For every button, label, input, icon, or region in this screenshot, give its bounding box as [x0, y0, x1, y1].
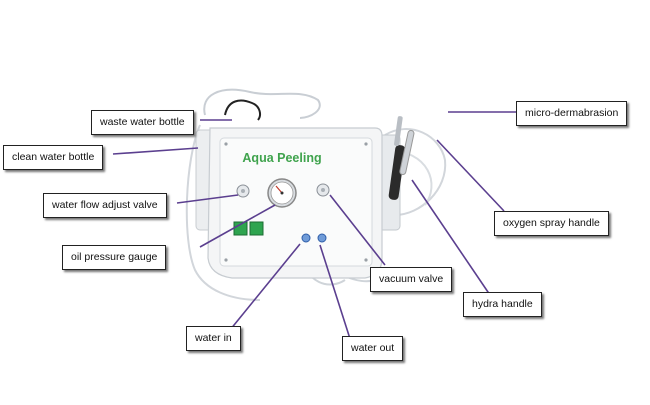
callout-oxygen-spray-handle: oxygen spray handle — [494, 211, 609, 236]
gauge-needle — [275, 185, 283, 194]
callout-water-in: water in — [186, 326, 241, 351]
tubing-left — [185, 124, 261, 301]
tubing-right — [384, 128, 447, 216]
leader-water-in — [229, 243, 301, 331]
leader-hydra-handle — [411, 179, 491, 296]
leader-water-out — [319, 244, 353, 346]
vacuum-knob-center — [321, 188, 325, 192]
water-out-port — [317, 233, 327, 243]
leader-oil-pressure-gauge — [199, 204, 276, 248]
leader-clean-water-bottle — [112, 147, 199, 155]
callout-waste-water-bottle: waste water bottle — [91, 110, 194, 135]
panel-screw — [364, 142, 368, 146]
panel-screw — [224, 142, 228, 146]
panel-screw — [364, 258, 368, 262]
callout-water-flow-adjust-valve: water flow adjust valve — [43, 193, 167, 218]
leader-vacuum-valve — [329, 194, 386, 266]
black-cable — [224, 99, 261, 121]
brand-text: Aqua Peeling — [242, 151, 321, 165]
oxygen-spray-handle-body — [399, 129, 415, 176]
callout-oil-pressure-gauge: oil pressure gauge — [62, 245, 167, 270]
leader-water-flow-adjust-valve — [176, 194, 239, 204]
callout-clean-water-bottle: clean water bottle — [3, 145, 104, 170]
hydra-handle-body — [388, 145, 406, 200]
water-in-port — [301, 233, 311, 243]
callout-micro-dermabrasion: micro-dermabrasion — [516, 101, 628, 126]
leader-oxygen-spray-handle — [436, 139, 505, 212]
callout-water-out: water out — [342, 336, 404, 361]
gauge-hub — [280, 191, 284, 195]
green-switch-2 — [249, 221, 264, 236]
callout-hydra-handle: hydra handle — [463, 292, 542, 317]
callout-vacuum-valve: vacuum valve — [370, 267, 453, 292]
leader-lines — [112, 111, 516, 346]
water-flow-knob-center — [241, 189, 245, 193]
panel-screw — [224, 258, 228, 262]
tubing-top — [203, 88, 321, 119]
micro-dermabrasion-tip — [394, 116, 403, 147]
